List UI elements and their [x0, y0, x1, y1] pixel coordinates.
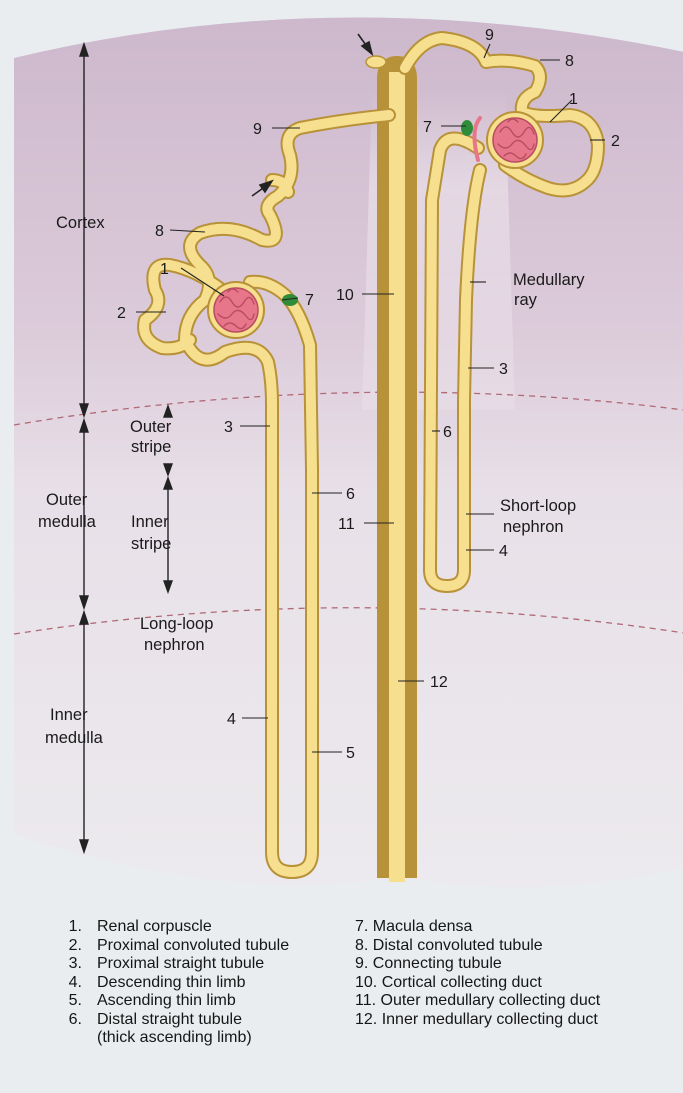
medullary-ray-label-2: ray	[514, 291, 538, 309]
legend-num: 12.	[355, 1011, 377, 1030]
legend-num: 5.	[60, 992, 82, 1011]
short-loop-label: Short-loop	[500, 497, 576, 515]
outer-stripe-label-2: stripe	[131, 438, 171, 456]
callout-short-2: 2	[611, 133, 620, 150]
callout-long-8: 8	[155, 223, 164, 240]
legend-item: 11. Outer medullary collecting duct	[355, 992, 600, 1011]
medullary-ray-label: Medullary	[513, 271, 585, 289]
outer-medulla-label: Outer	[46, 491, 88, 509]
callout-long-9: 9	[253, 121, 262, 138]
callout-short-7: 7	[423, 119, 432, 136]
inner-stripe-label-2: stripe	[131, 535, 171, 553]
legend-num: 1.	[60, 918, 82, 937]
legend-num: 11.	[355, 992, 376, 1011]
cortex-label: Cortex	[56, 214, 105, 232]
legend-note: (thick ascending limb)	[60, 1029, 289, 1048]
legend-num: 4.	[60, 974, 82, 993]
legend-num: 9.	[355, 955, 368, 974]
legend-item: 7. Macula densa	[355, 918, 600, 937]
legend-item: 12. Inner medullary collecting duct	[355, 1011, 600, 1030]
callout-short-1: 1	[569, 91, 578, 108]
long-loop-label-2: nephron	[144, 636, 205, 654]
legend-text: Distal convoluted tubule	[373, 937, 543, 956]
legend-item: 8. Distal convoluted tubule	[355, 937, 600, 956]
legend-text: Descending thin limb	[97, 974, 246, 993]
inner-medulla-label-2: medulla	[45, 729, 104, 747]
legend-text: Proximal straight tubule	[97, 955, 264, 974]
callout-short-3: 3	[499, 361, 508, 378]
legend-text: Outer medullary collecting duct	[381, 992, 601, 1011]
legend-item: 10. Cortical collecting duct	[355, 974, 600, 993]
callout-long-1: 1	[160, 261, 169, 278]
legend-item: 6. Distal straight tubule	[60, 1011, 289, 1030]
callout-short-4: 4	[499, 543, 508, 560]
legend-num: 8.	[355, 937, 368, 956]
legend-text: Ascending thin limb	[97, 992, 236, 1011]
legend-left: 1. Renal corpuscle 2. Proximal convoluted …	[60, 918, 289, 1048]
callout-long-4: 4	[227, 711, 236, 728]
short-loop-label-2: nephron	[503, 518, 564, 536]
inner-medulla-label: Inner	[50, 706, 88, 724]
legend-num: 10.	[355, 974, 377, 993]
callout-long-6: 6	[346, 486, 355, 503]
inner-stripe-label: Inner	[131, 513, 169, 531]
legend-item: 3. Proximal straight tubule	[60, 955, 289, 974]
legend-text: Renal corpuscle	[97, 918, 212, 937]
legend-item: 2. Proximal convoluted tubule	[60, 937, 289, 956]
legend-text: Macula densa	[373, 918, 473, 937]
legend-item: 5. Ascending thin limb	[60, 992, 289, 1011]
callout-short-8: 8	[565, 53, 574, 70]
callout-short-9: 9	[485, 27, 494, 44]
callout-long-7: 7	[305, 292, 314, 309]
legend-text: Distal straight tubule	[97, 1011, 242, 1030]
legend-item: 1. Renal corpuscle	[60, 918, 289, 937]
callout-short-6: 6	[443, 424, 452, 441]
legend-text: Inner medullary collecting duct	[382, 1011, 598, 1030]
legend-item: 9. Connecting tubule	[355, 955, 600, 974]
legend-text: Proximal convoluted tubule	[97, 937, 289, 956]
legend-num: 2.	[60, 937, 82, 956]
callout-duct-10: 10	[336, 287, 354, 304]
legend-num: 7.	[355, 918, 368, 937]
legend-num: 6.	[60, 1011, 82, 1030]
outer-medulla-label-2: medulla	[38, 513, 97, 531]
legend-text: Cortical collecting duct	[382, 974, 542, 993]
callout-duct-12: 12	[430, 674, 448, 691]
callout-duct-11: 11	[338, 516, 355, 533]
long-loop-label: Long-loop	[140, 615, 213, 633]
callout-long-2: 2	[117, 305, 126, 322]
legend-item: 4. Descending thin limb	[60, 974, 289, 993]
outer-stripe-label: Outer	[130, 418, 172, 436]
legend-num: 3.	[60, 955, 82, 974]
legend-text: Connecting tubule	[373, 955, 502, 974]
legend-right: 7. Macula densa 8. Distal convoluted tub…	[355, 918, 600, 1029]
callout-long-3: 3	[224, 419, 233, 436]
callout-long-5: 5	[346, 745, 355, 762]
